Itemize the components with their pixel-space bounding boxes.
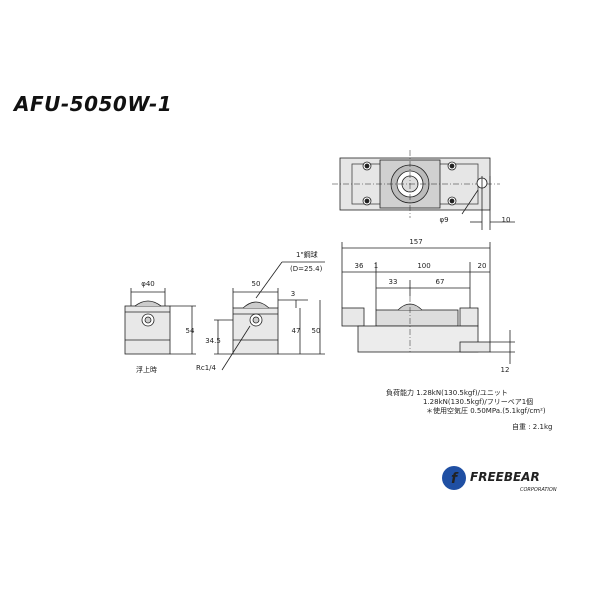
up-label: 浮上時 bbox=[136, 365, 157, 374]
dim-ball-right: 67 bbox=[436, 278, 445, 286]
elevation-view bbox=[341, 242, 515, 364]
front-view bbox=[124, 288, 196, 355]
dim-front-height: 54 bbox=[186, 327, 195, 335]
logo-sub: CORPORATION bbox=[520, 487, 557, 493]
dim-body-length: 100 bbox=[417, 262, 430, 270]
freebear-logo-icon bbox=[442, 466, 466, 490]
dim-ball-left: 33 bbox=[389, 278, 398, 286]
spec-line-2: 1.28kN(130.5kgf)/フリーベア1個 bbox=[423, 398, 534, 406]
dim-gap: 1 bbox=[374, 262, 378, 270]
spec-weight: 自重 : 2.1kg bbox=[512, 423, 553, 431]
dim-left-offset: 36 bbox=[355, 262, 364, 270]
front-view-body bbox=[124, 305, 171, 355]
dim-side-top: 3 bbox=[291, 290, 295, 298]
dim-height-12: 12 bbox=[501, 366, 510, 374]
side-view bbox=[214, 261, 325, 371]
dim-total-length: 157 bbox=[409, 238, 422, 246]
elevation-base bbox=[357, 325, 479, 353]
logo-name: FREEBEAR bbox=[470, 470, 540, 484]
dim-side-width: 50 bbox=[252, 280, 261, 288]
spec-line-3: ＊使用空気圧 0.50MPa.(5.1kgf/cm²) bbox=[426, 407, 546, 415]
model-title: AFU-5050W-1 bbox=[14, 92, 173, 116]
dim-front-dia: φ40 bbox=[141, 280, 155, 288]
dim-side-47: 47 bbox=[292, 327, 301, 335]
freebear-logo: f FREEBEAR CORPORATION bbox=[442, 466, 557, 493]
dim-hole-dia: φ9 bbox=[439, 216, 448, 224]
dim-flange-width: 10 bbox=[502, 216, 511, 224]
dim-side-50: 50 bbox=[312, 327, 321, 335]
dim-side-thread: 34.5 bbox=[205, 337, 221, 345]
ball-label: 1"鋼球 bbox=[296, 250, 318, 259]
svg-text:f: f bbox=[451, 471, 459, 487]
dim-right-offset: 20 bbox=[478, 262, 487, 270]
ball-dia-label: (D=25.4) bbox=[290, 265, 323, 273]
thread-label: Rc1/4 bbox=[196, 364, 217, 372]
spec-line-1: 負荷能力 1.28kN(130.5kgf)/ユニット bbox=[386, 389, 508, 397]
top-view bbox=[332, 150, 515, 230]
